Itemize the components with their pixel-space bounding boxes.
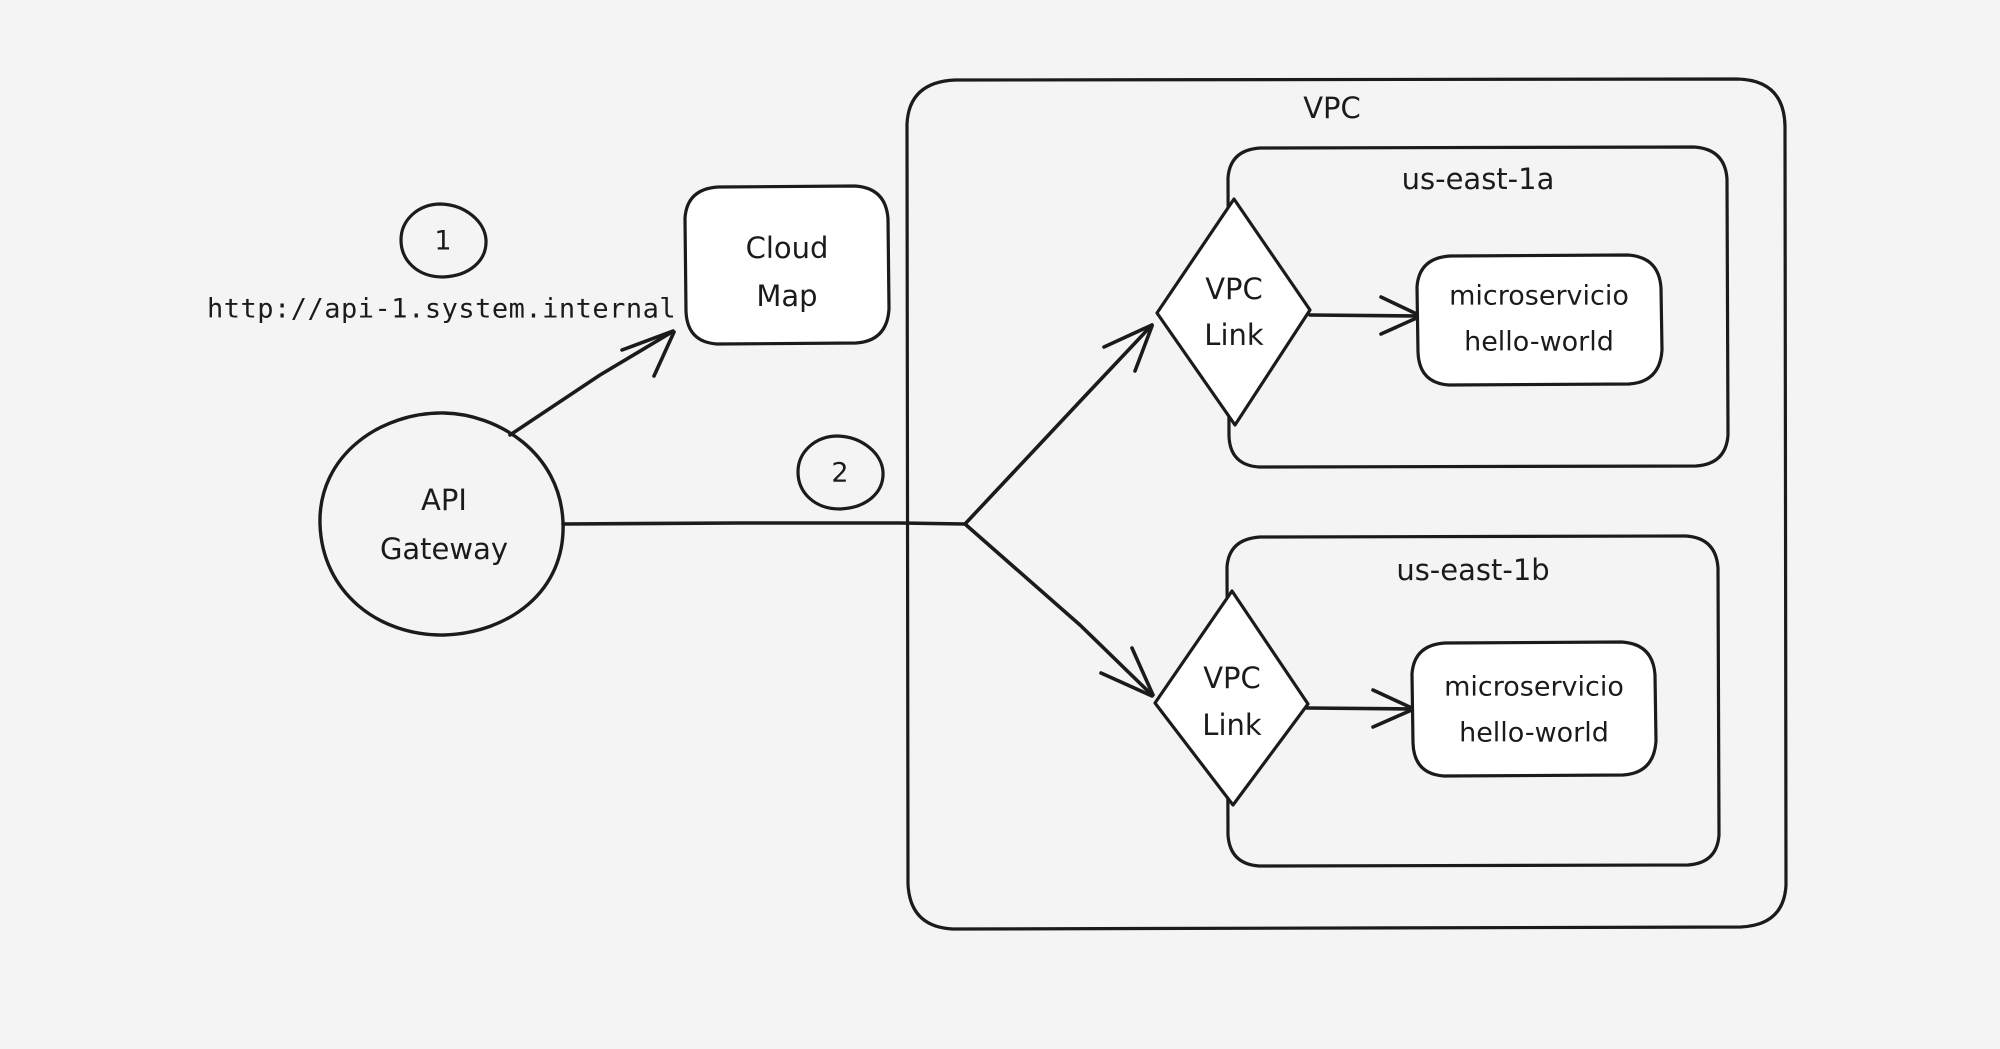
vpc-link-a-label-line1: VPC bbox=[1205, 272, 1263, 306]
az-a-border bbox=[1226, 145, 1730, 469]
api-gateway-shape bbox=[318, 411, 565, 637]
cloud-map-shape bbox=[683, 184, 891, 346]
edge-branch-vpclink-a bbox=[963, 323, 1154, 526]
cloud-map-label-line2: Map bbox=[756, 279, 817, 313]
microservice-b-shape bbox=[1410, 640, 1658, 778]
edge-branch-vpclink-b-line bbox=[963, 522, 1154, 697]
az-a-label: us-east-1a bbox=[1402, 162, 1555, 196]
vpc-border bbox=[905, 77, 1788, 931]
edge-branch-vpclink-b bbox=[963, 522, 1155, 698]
step-2-label: 2 bbox=[831, 458, 848, 489]
edge-gateway-cloudmap bbox=[508, 329, 676, 437]
step-2-circle bbox=[796, 434, 885, 511]
edge-vpclink-a-microservice-a bbox=[1308, 295, 1423, 336]
container-az-b: us-east-1b bbox=[1225, 534, 1721, 868]
vpc-link-a-label-line2: Link bbox=[1204, 318, 1264, 352]
node-microservice-a[interactable]: microservicio hello-world bbox=[1415, 253, 1664, 387]
cloud-map-label-line1: Cloud bbox=[746, 231, 829, 265]
az-b-label: us-east-1b bbox=[1396, 553, 1549, 587]
edge-gateway-branch bbox=[561, 521, 967, 526]
vpc-link-b-label-line2: Link bbox=[1202, 708, 1262, 742]
vpc-link-a-shape bbox=[1155, 197, 1312, 427]
node-vpc-link-b[interactable]: VPC Link bbox=[1153, 589, 1310, 807]
node-api-gateway[interactable]: API Gateway bbox=[318, 411, 565, 637]
container-az-a: us-east-1a bbox=[1226, 145, 1730, 469]
node-cloud-map[interactable]: Cloud Map bbox=[683, 184, 891, 346]
edge-gateway-cloudmap-arrowhead bbox=[620, 329, 676, 378]
edge-vpclink-a-microservice-a-line bbox=[1308, 313, 1422, 318]
node-vpc-link-a[interactable]: VPC Link bbox=[1155, 197, 1312, 427]
step-1-circle bbox=[399, 202, 488, 279]
microservice-b-label-line2: hello-world bbox=[1459, 718, 1609, 749]
edge-gateway-cloudmap-line bbox=[508, 330, 674, 437]
az-b-border bbox=[1225, 534, 1721, 868]
vpc-label: VPC bbox=[1303, 91, 1361, 125]
edge-branch-vpclink-a-line bbox=[963, 323, 1154, 526]
api-gateway-label-line2: Gateway bbox=[380, 532, 508, 566]
microservice-a-label-line2: hello-world bbox=[1464, 327, 1614, 358]
container-vpc: VPC bbox=[905, 77, 1788, 931]
endpoint-url-label: http://api-1.system.internal bbox=[207, 294, 676, 325]
step-marker-1: 1 bbox=[399, 202, 488, 279]
node-microservice-b[interactable]: microservicio hello-world bbox=[1410, 640, 1658, 778]
step-marker-2: 2 bbox=[796, 434, 885, 511]
edge-gateway-branch-line bbox=[561, 521, 967, 526]
microservice-a-label-line1: microservicio bbox=[1449, 281, 1629, 312]
microservice-b-label-line1: microservicio bbox=[1444, 672, 1624, 703]
vpc-link-b-shape bbox=[1153, 589, 1310, 807]
edge-vpclink-b-microservice-b-line bbox=[1305, 706, 1415, 711]
edge-branch-vpclink-a-arrowhead bbox=[1102, 323, 1154, 373]
vpc-link-b-label-line1: VPC bbox=[1203, 661, 1261, 695]
edge-vpclink-b-microservice-b bbox=[1305, 688, 1416, 729]
edge-branch-vpclink-b-arrowhead bbox=[1099, 646, 1155, 698]
api-gateway-label-line1: API bbox=[421, 483, 467, 517]
step-1-label: 1 bbox=[434, 226, 451, 257]
microservice-a-shape bbox=[1415, 253, 1664, 387]
